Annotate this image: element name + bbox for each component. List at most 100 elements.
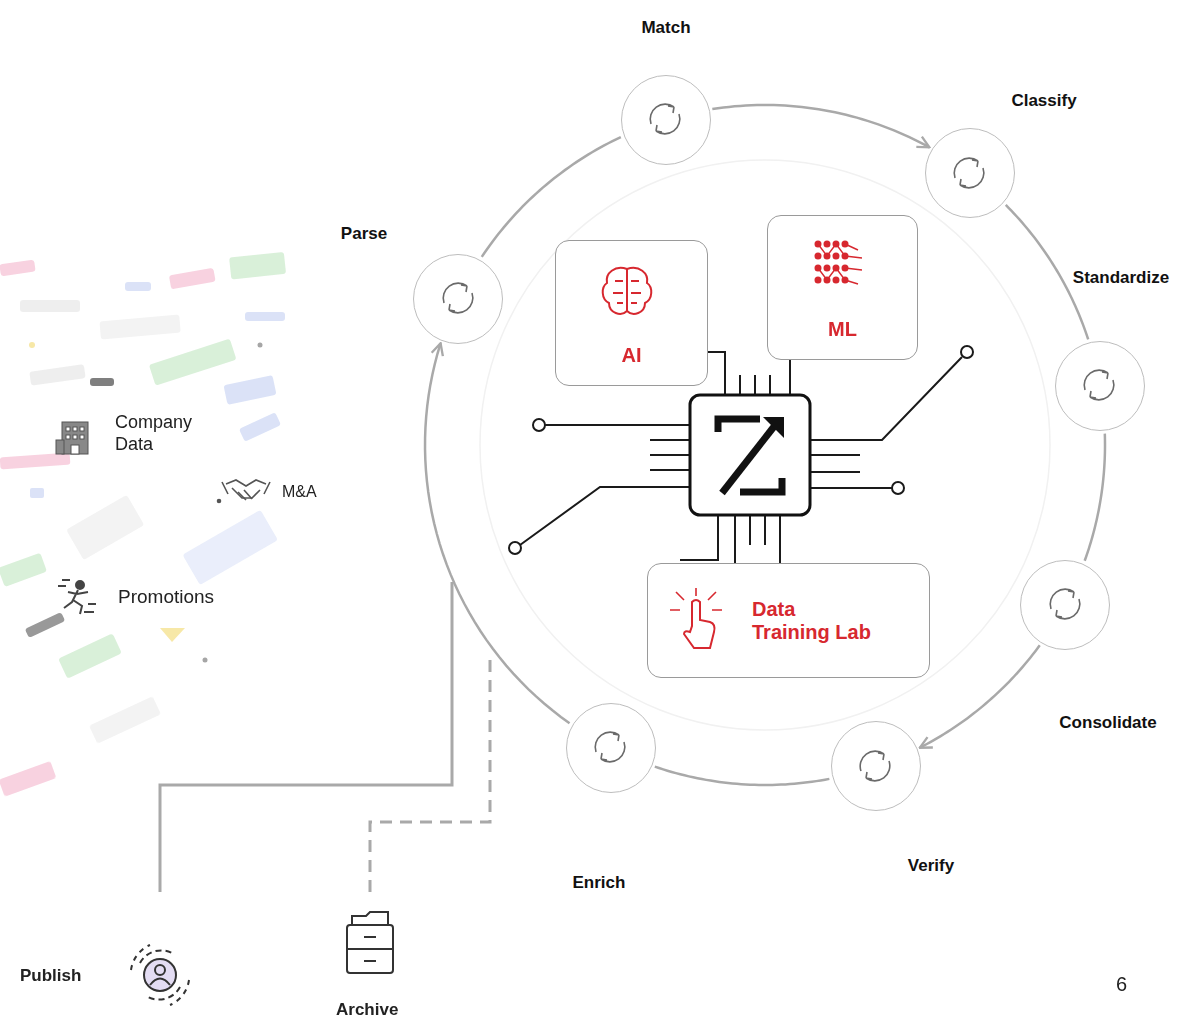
chip-wires-part bbox=[892, 482, 904, 494]
cycle-icon bbox=[1054, 340, 1144, 430]
archive-icon-part bbox=[347, 925, 393, 973]
confetti-strip-part bbox=[0, 553, 47, 587]
ai-box: AI bbox=[555, 240, 708, 386]
cycle-arrow bbox=[1090, 380, 1114, 400]
cycle-arrows bbox=[1050, 589, 1080, 619]
chip-wires-part bbox=[520, 487, 690, 545]
handshake-icon-part bbox=[222, 482, 270, 494]
archive-icon-part bbox=[364, 936, 376, 938]
publish-icon-part bbox=[140, 950, 172, 963]
confetti-strip-part bbox=[223, 375, 276, 405]
cycle-arrow bbox=[449, 293, 473, 313]
cycle-arrows bbox=[1085, 371, 1115, 401]
classify-step: Classify bbox=[925, 128, 1015, 218]
cycle-connector bbox=[425, 343, 570, 723]
cycle-icon bbox=[565, 702, 655, 792]
ml-dot bbox=[816, 254, 821, 259]
inner-ring bbox=[480, 160, 1050, 730]
company-icon-part bbox=[80, 427, 84, 431]
step-label: Consolidate bbox=[1056, 712, 1159, 734]
box-title: ML bbox=[768, 318, 917, 341]
confetti-strip-part bbox=[89, 696, 161, 744]
confetti-strip-part bbox=[30, 488, 44, 498]
confetti-strip-part bbox=[0, 260, 36, 277]
chip-wires-part bbox=[509, 542, 521, 554]
cycle-arrow bbox=[1085, 371, 1109, 391]
cycle-icon bbox=[830, 721, 920, 811]
publish-icon-part bbox=[150, 979, 170, 986]
cycle-icon bbox=[620, 74, 710, 164]
confetti-strip-part bbox=[160, 628, 185, 642]
publish-archive-feeds bbox=[160, 582, 490, 892]
step-label: Standardize bbox=[1070, 267, 1172, 289]
chip-part bbox=[722, 424, 776, 493]
cycle-arrow bbox=[960, 168, 984, 188]
cycle-connector bbox=[712, 105, 929, 147]
step-label: Match bbox=[638, 17, 693, 39]
handshake-icon bbox=[218, 480, 271, 503]
promotion-icon-part bbox=[76, 581, 84, 589]
cycle-icon bbox=[1020, 559, 1110, 649]
chip-wires-part bbox=[650, 440, 690, 470]
confetti-strip-part bbox=[258, 343, 263, 348]
confetti-strip bbox=[0, 252, 286, 797]
publish-icon-part bbox=[144, 959, 176, 991]
chip-wires-part bbox=[740, 375, 770, 395]
publish-archive-feeds-part bbox=[370, 652, 490, 892]
confetti-strip-part bbox=[125, 282, 151, 291]
step-label: Verify bbox=[905, 855, 957, 877]
cycle-arrow bbox=[860, 751, 884, 771]
archive-label: Archive bbox=[336, 1000, 398, 1020]
publish-archive-feeds-part bbox=[160, 582, 452, 892]
mna-label: M&A bbox=[282, 482, 317, 501]
promotions-label: Promotions bbox=[118, 586, 214, 609]
cycle-icon bbox=[924, 128, 1014, 218]
archive-icon bbox=[347, 912, 393, 973]
cycle-arrow bbox=[954, 158, 978, 178]
parse-step: Parse bbox=[413, 254, 503, 344]
company-icon-part bbox=[80, 435, 84, 439]
promotion-icon bbox=[58, 580, 96, 614]
lab-box: Data Training Lab bbox=[647, 563, 930, 678]
chip-wires-part bbox=[961, 346, 973, 358]
ml-box: ML bbox=[767, 215, 918, 360]
chip-wires-part bbox=[680, 515, 718, 560]
publish-icon-part bbox=[131, 945, 150, 970]
confetti-strip-part bbox=[58, 633, 122, 678]
confetti-strip-part bbox=[229, 252, 286, 280]
chip-part bbox=[690, 395, 810, 515]
handshake-icon-part bbox=[238, 490, 252, 500]
confetti-strip-part bbox=[29, 364, 85, 386]
cycle-arrow bbox=[1050, 589, 1074, 609]
company-data-label: Company Data bbox=[115, 412, 225, 455]
signal-rays bbox=[670, 588, 722, 610]
cycle-arrows bbox=[860, 751, 890, 781]
confetti-strip-part bbox=[99, 315, 180, 340]
cycle-arrow bbox=[650, 104, 674, 124]
page-number: 6 bbox=[1116, 972, 1127, 996]
brain-outline bbox=[603, 268, 652, 314]
chip-wires-part bbox=[545, 424, 690, 426]
chip-part bbox=[740, 478, 782, 492]
box-title: AI bbox=[556, 344, 707, 367]
chip-part bbox=[763, 417, 784, 438]
confetti-strip-part bbox=[29, 342, 35, 348]
match-step: Match bbox=[621, 75, 711, 165]
cycle-arrow bbox=[1056, 599, 1080, 619]
ml-dot bbox=[834, 254, 839, 259]
company-icon-part bbox=[66, 435, 70, 439]
ml-icon bbox=[806, 236, 870, 292]
cycle-arrow bbox=[866, 761, 890, 781]
brain-icon bbox=[597, 261, 657, 321]
company-icon-part bbox=[56, 440, 64, 454]
ml-dot bbox=[816, 278, 821, 283]
handshake-icon-part bbox=[218, 500, 221, 503]
ml-dot bbox=[834, 278, 839, 283]
confetti-strip-part bbox=[0, 761, 56, 797]
cycle-arrows bbox=[650, 104, 680, 134]
step-label: Parse bbox=[338, 223, 390, 245]
promotion-icon-part bbox=[58, 580, 96, 612]
chip-wires-part bbox=[735, 515, 780, 563]
cycle-connector bbox=[920, 645, 1040, 747]
chip-wires-part bbox=[810, 487, 892, 489]
